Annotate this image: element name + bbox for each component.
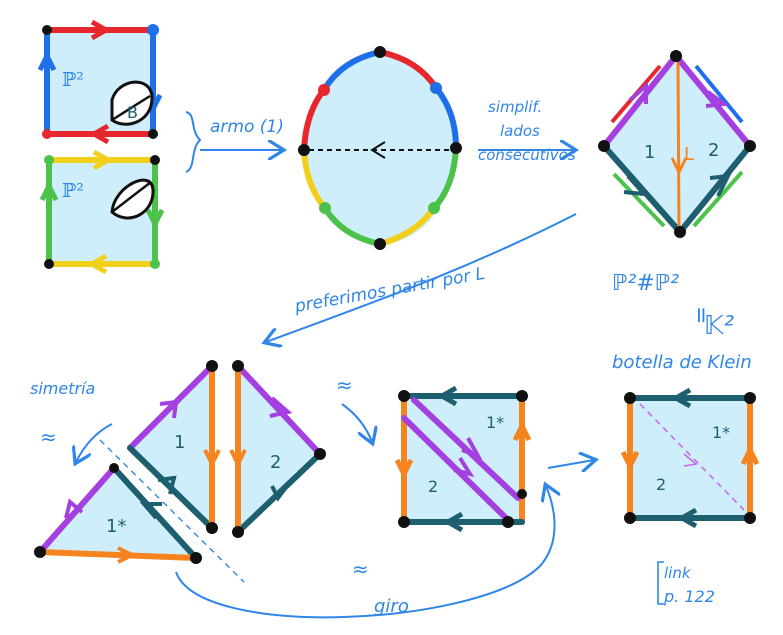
arrow-mid — [341, 403, 372, 442]
cut-triangles: 1 2 1* — [34, 360, 326, 583]
note-turn: giro — [374, 596, 409, 617]
note-simplify-2: lados — [500, 122, 540, 140]
p2-label-top: ℙ² — [62, 69, 84, 91]
note-cut: preferimos partir por L — [292, 264, 486, 317]
link-bracket — [657, 561, 664, 605]
bottom-face-1: 1 — [174, 432, 185, 453]
glued-polygon — [298, 46, 462, 250]
diamond-face-1: 1 — [644, 142, 655, 163]
note-symmetry: simetría — [30, 379, 95, 398]
note-simplify-3: consecutivos — [478, 146, 576, 164]
note-klein-name: botella de Klein — [612, 352, 752, 373]
bottom-face-1-star: 1* — [106, 516, 126, 537]
note-approx-symmetry: ≈ — [40, 425, 57, 449]
arrow-symmetry — [76, 423, 113, 462]
projective-plane-bottom: ℙ² — [39, 149, 165, 275]
arrow-to-klein — [547, 460, 594, 468]
arrow-turn — [175, 486, 555, 619]
note-equals: = — [688, 306, 713, 324]
klein-face-2: 2 — [656, 475, 666, 494]
note-glue: armo (1) — [210, 117, 284, 137]
projective-plane-top: B ℙ² — [37, 19, 163, 145]
reassembled-square: 1* 2 — [394, 385, 532, 533]
note-link: link — [664, 564, 692, 582]
arrow-cut — [266, 213, 577, 342]
ball-label: B — [127, 103, 138, 122]
note-connected-sum: ℙ²#ℙ² — [612, 271, 679, 296]
note-approx-turn: ≈ — [352, 557, 369, 581]
brace — [185, 111, 202, 173]
square-face-1-star: 1* — [486, 413, 504, 432]
klein-face-1-star: 1* — [712, 423, 730, 442]
cut-label-L: L — [684, 144, 694, 165]
note-klein-symbol: 𝕂² — [704, 311, 734, 341]
square-face-2: 2 — [428, 477, 438, 496]
note-link-page: p. 122 — [663, 587, 715, 606]
note-approx-mid: ≈ — [336, 373, 353, 397]
note-simplify-1: simplif. — [488, 98, 542, 116]
simplified-diamond: 1 2 L — [598, 50, 756, 238]
klein-bottle-square: 1* 2 — [620, 387, 760, 529]
bottom-face-2: 2 — [270, 452, 281, 473]
p2-label-bottom: ℙ² — [62, 180, 84, 202]
diamond-face-2: 2 — [708, 140, 719, 161]
